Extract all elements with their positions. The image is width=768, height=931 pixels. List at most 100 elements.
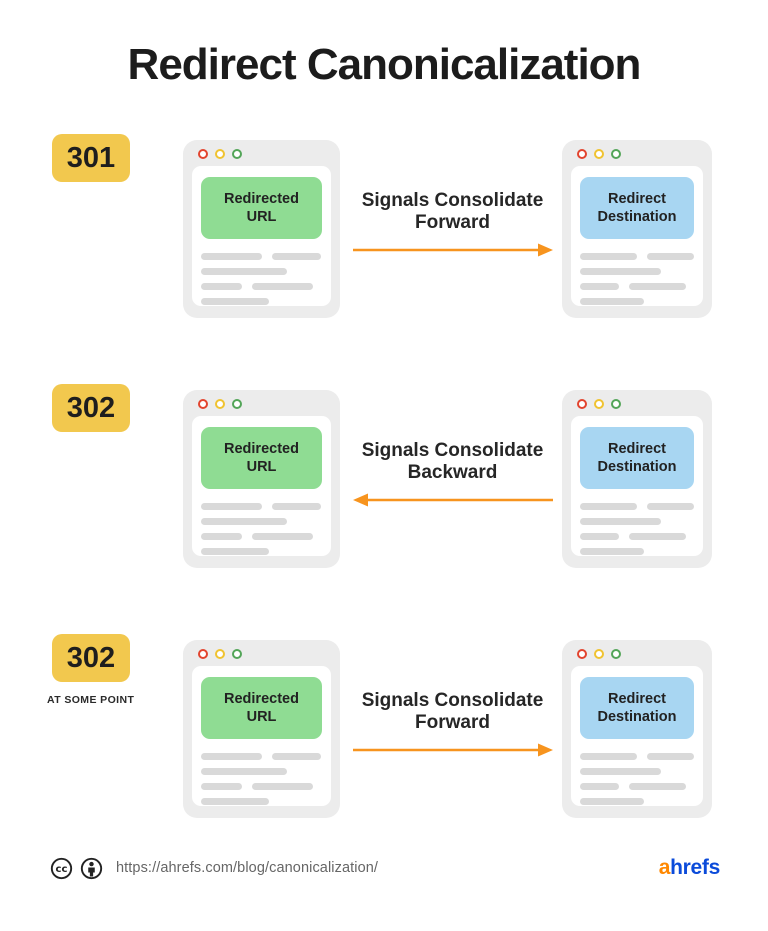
status-code-badge: 302: [52, 384, 130, 432]
signal-text-line2: Forward: [415, 711, 490, 733]
skeleton-row: [201, 298, 322, 305]
skeleton-row: [201, 753, 322, 760]
source-browser-window: Redirected URL: [183, 390, 340, 568]
license-icons: cc: [50, 857, 103, 880]
browser-dots: [577, 149, 621, 159]
signal-text: Signals Consolidate Forward: [345, 690, 560, 734]
destination-browser-window: Redirect Destination: [562, 640, 712, 818]
browser-content-panel: Redirected URL: [192, 166, 331, 306]
skeleton-row: [580, 503, 694, 510]
skeleton-row: [580, 283, 694, 290]
skeleton-row: [201, 798, 322, 805]
browser-dots: [198, 149, 242, 159]
red-dot-icon: [198, 399, 208, 409]
red-dot-icon: [577, 399, 587, 409]
skeleton-row: [580, 548, 694, 555]
status-code-badge: 301: [52, 134, 130, 182]
ahrefs-logo: ahrefs: [658, 856, 721, 880]
skeleton-row: [580, 533, 694, 540]
skeleton-line: [201, 298, 269, 305]
source-browser-window: Redirected URL: [183, 140, 340, 318]
skeleton-row: [201, 253, 322, 260]
signal-text-line2: Backward: [407, 461, 498, 483]
red-dot-icon: [577, 649, 587, 659]
yellow-dot-icon: [215, 649, 225, 659]
skeleton-line: [252, 533, 313, 540]
ahrefs-logo-a: a: [658, 856, 671, 879]
skeleton-row: [201, 503, 322, 510]
skeleton-line: [201, 518, 287, 525]
signal-text: Signals Consolidate Forward: [345, 190, 560, 234]
skeleton-line: [201, 283, 243, 290]
green-dot-icon: [232, 649, 242, 659]
yellow-dot-icon: [594, 399, 604, 409]
skeleton-line: [201, 783, 243, 790]
skeleton-line: [271, 253, 322, 260]
skeleton-row: [201, 268, 322, 275]
browser-content-panel: Redirect Destination: [571, 416, 703, 556]
skeleton-line: [201, 533, 243, 540]
browser-dots: [577, 649, 621, 659]
skeleton-row: [201, 533, 322, 540]
redirect-destination-box: Redirect Destination: [580, 177, 694, 239]
redirected-url-box: Redirected URL: [201, 677, 322, 739]
destination-browser-window: Redirect Destination: [562, 140, 712, 318]
red-dot-icon: [198, 649, 208, 659]
skeleton-row: [580, 783, 694, 790]
skeleton-line: [201, 253, 262, 260]
page-title: Redirect Canonicalization: [127, 40, 642, 89]
green-dot-icon: [232, 149, 242, 159]
skeleton-line: [580, 783, 619, 790]
skeleton-line: [580, 298, 644, 305]
redirected-url-box: Redirected URL: [201, 427, 322, 489]
skeleton-line: [252, 283, 313, 290]
skeleton-text: [580, 253, 694, 305]
signal-flow: Signals Consolidate Backward: [345, 440, 560, 508]
signal-text-line1: Signals Consolidate: [361, 690, 544, 711]
skeleton-text: [580, 753, 694, 805]
skeleton-text: [201, 503, 322, 555]
skeleton-line: [201, 753, 262, 760]
yellow-dot-icon: [594, 649, 604, 659]
skeleton-row: [201, 283, 322, 290]
browser-content-panel: Redirect Destination: [571, 666, 703, 806]
browser-dots: [198, 649, 242, 659]
yellow-dot-icon: [215, 149, 225, 159]
row-302-at-some-point: 302 AT SOME POINT Redirected URL: [0, 630, 768, 880]
skeleton-line: [201, 768, 287, 775]
svg-text:cc: cc: [56, 864, 68, 875]
status-code-badge-wrap: 302 AT SOME POINT: [47, 634, 134, 706]
skeleton-line: [252, 783, 313, 790]
signal-text-line2: Forward: [415, 211, 490, 233]
browser-dots: [577, 399, 621, 409]
arrow-right-icon: [352, 743, 553, 757]
skeleton-line: [628, 283, 686, 290]
signal-flow: Signals Consolidate Forward: [345, 690, 560, 758]
arrow-right-icon: [352, 243, 553, 257]
skeleton-text: [580, 503, 694, 555]
skeleton-row: [201, 518, 322, 525]
red-dot-icon: [577, 149, 587, 159]
skeleton-line: [647, 753, 694, 760]
skeleton-line: [647, 503, 694, 510]
skeleton-row: [201, 548, 322, 555]
skeleton-line: [628, 783, 686, 790]
skeleton-row: [201, 783, 322, 790]
browser-content-panel: Redirected URL: [192, 416, 331, 556]
skeleton-line: [580, 503, 637, 510]
cc-icon: cc: [50, 857, 73, 879]
signal-text-line1: Signals Consolidate: [361, 440, 544, 461]
skeleton-row: [580, 268, 694, 275]
skeleton-line: [580, 798, 644, 805]
yellow-dot-icon: [215, 399, 225, 409]
signal-text: Signals Consolidate Backward: [345, 440, 560, 484]
source-url: https://ahrefs.com/blog/canonicalization…: [116, 860, 379, 876]
footer: cc https://ahrefs.com/blog/canonicalizat…: [50, 850, 720, 886]
browser-content-panel: Redirect Destination: [571, 166, 703, 306]
green-dot-icon: [232, 399, 242, 409]
status-code-badge-wrap: 301: [52, 134, 132, 182]
redirect-destination-box: Redirect Destination: [580, 427, 694, 489]
skeleton-row: [580, 298, 694, 305]
skeleton-line: [580, 283, 619, 290]
skeleton-line: [580, 548, 644, 555]
